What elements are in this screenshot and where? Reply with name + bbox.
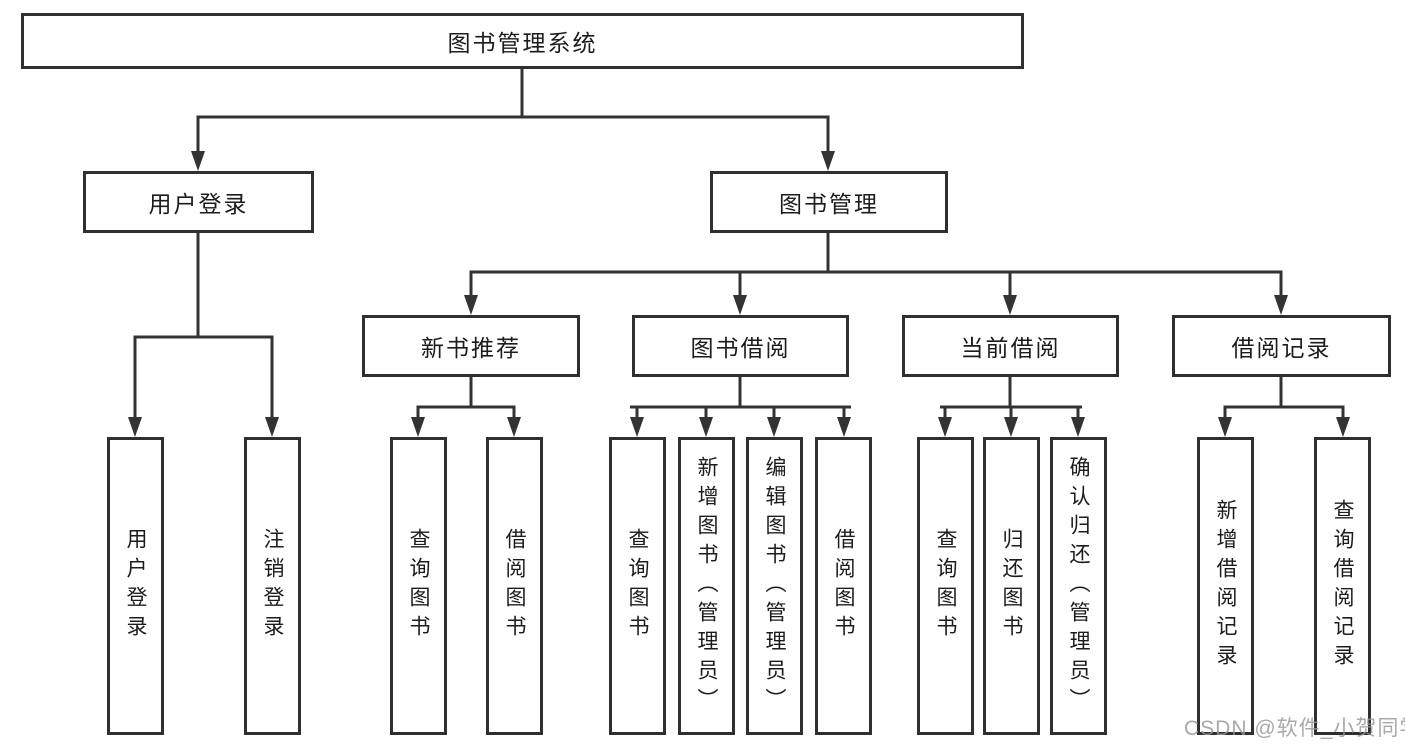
connector-new-book-recommend-to-leaves (416, 376, 516, 418)
arrow-down-icon (464, 295, 478, 315)
arrow-down-icon (699, 417, 713, 437)
node-new-book-recommend: 新书推荐 (362, 315, 580, 377)
node-user-login-label: 用户登录 (148, 191, 249, 217)
leaf-query-book-recommend-label: 查询图书 (407, 528, 430, 644)
arrow-down-icon (411, 417, 425, 437)
node-book-borrow-label: 图书借阅 (690, 335, 791, 361)
connector-user-login-to-leaves (133, 232, 274, 418)
leaf-confirm-return-admin-label: 确认归还（管理员） (1067, 455, 1090, 717)
arrow-down-icon (938, 417, 952, 437)
arrow-down-icon (821, 151, 835, 171)
arrow-down-icon (507, 417, 521, 437)
leaf-add-borrow-record-label: 新增借阅记录 (1214, 499, 1237, 673)
arrow-down-icon (128, 417, 142, 437)
node-book-borrow: 图书借阅 (632, 315, 849, 377)
arrow-down-icon (1218, 417, 1232, 437)
arrow-down-icon (265, 417, 279, 437)
leaf-query-book-current: 查询图书 (917, 437, 974, 735)
leaf-query-book-borrow: 查询图书 (609, 437, 666, 735)
leaf-add-book-admin-label: 新增图书（管理员） (695, 455, 718, 717)
leaf-borrow-book-recommend: 借阅图书 (486, 437, 543, 735)
csdn-watermark: CSDN @软件_小贺同学 (1184, 717, 1405, 740)
leaf-query-book-borrow-label: 查询图书 (626, 528, 649, 644)
arrowheads (128, 151, 1350, 437)
arrow-down-icon (1274, 295, 1288, 315)
leaf-user-login: 用户登录 (107, 437, 164, 735)
leaf-return-book-label: 归还图书 (1000, 528, 1023, 644)
arrow-down-icon (767, 417, 781, 437)
leaf-confirm-return-admin: 确认归还（管理员） (1050, 437, 1107, 735)
node-new-book-recommend-label: 新书推荐 (421, 335, 521, 361)
leaf-logout: 注销登录 (244, 437, 301, 735)
connector-root-to-level2 (196, 69, 830, 152)
leaf-add-borrow-record: 新增借阅记录 (1197, 437, 1254, 735)
node-book-management-label: 图书管理 (779, 191, 879, 217)
leaf-logout-label: 注销登录 (261, 528, 284, 644)
leaf-query-book-recommend: 查询图书 (390, 437, 447, 735)
node-current-borrow: 当前借阅 (902, 315, 1119, 377)
connector-book-management-to-level3 (469, 232, 1283, 297)
arrow-down-icon (630, 417, 644, 437)
node-borrow-records: 借阅记录 (1172, 315, 1391, 377)
leaf-borrow-book-recommend-label: 借阅图书 (503, 528, 526, 644)
arrow-down-icon (1336, 417, 1350, 437)
node-book-management: 图书管理 (710, 171, 948, 233)
leaf-add-book-admin: 新增图书（管理员） (678, 437, 735, 735)
arrow-down-icon (733, 295, 747, 315)
leaf-edit-book-admin-label: 编辑图书（管理员） (763, 455, 786, 717)
leaf-edit-book-admin: 编辑图书（管理员） (746, 437, 803, 735)
leaf-borrow-book: 借阅图书 (815, 437, 872, 735)
arrow-down-icon (191, 151, 205, 171)
connector-book-borrow-to-leaves (630, 376, 851, 418)
leaf-user-login-label: 用户登录 (124, 528, 147, 644)
arrow-down-icon (837, 417, 851, 437)
leaf-query-borrow-record: 查询借阅记录 (1314, 437, 1371, 735)
node-borrow-records-label: 借阅记录 (1231, 335, 1332, 361)
leaf-borrow-book-label: 借阅图书 (832, 528, 855, 644)
leaf-query-book-current-label: 查询图书 (934, 528, 957, 644)
arrow-down-icon (1003, 295, 1017, 315)
connector-current-borrow-to-leaves (940, 376, 1082, 418)
leaf-query-borrow-record-label: 查询借阅记录 (1331, 499, 1354, 673)
connector-borrow-records-to-leaves (1223, 376, 1345, 418)
arrow-down-icon (1071, 417, 1085, 437)
node-current-borrow-label: 当前借阅 (960, 335, 1061, 361)
leaf-return-book: 归还图书 (983, 437, 1040, 735)
arrow-down-icon (1004, 417, 1018, 437)
node-root: 图书管理系统 (21, 13, 1024, 69)
node-root-label: 图书管理系统 (447, 30, 598, 56)
node-user-login: 用户登录 (83, 171, 314, 233)
